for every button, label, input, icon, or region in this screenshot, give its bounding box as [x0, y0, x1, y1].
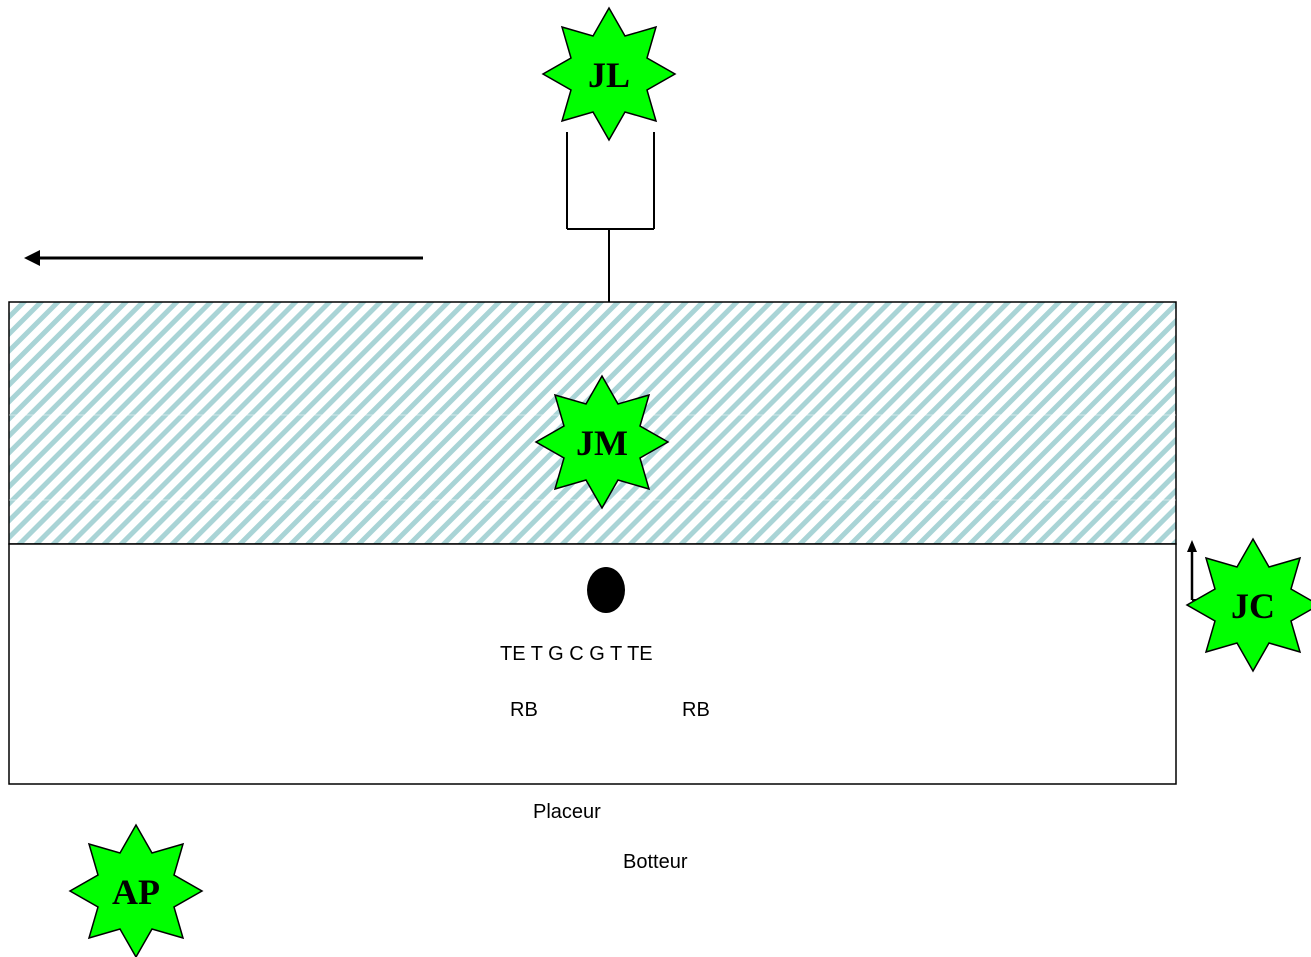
formation-line-text: TE T G C G T TE	[500, 643, 653, 665]
eight-point-star-icon	[534, 374, 670, 510]
official-jm-label: JM	[576, 423, 628, 463]
official-jl-label: JL	[588, 55, 630, 95]
eight-point-star-icon	[541, 6, 677, 142]
jc-movement-arrow	[1187, 540, 1212, 601]
ball	[587, 567, 625, 613]
rb-left-label: RB	[510, 699, 538, 721]
rb-right-label: RB	[682, 699, 710, 721]
eight-point-star-icon	[1185, 537, 1311, 673]
botteur-label: Botteur	[623, 851, 688, 873]
official-jc: JC	[1185, 537, 1311, 673]
placeur-label: Placeur	[533, 801, 601, 823]
official-ap: AP	[68, 823, 204, 957]
left-arrow-icon	[24, 250, 423, 266]
official-ap-label: AP	[112, 872, 160, 912]
goal-posts	[566, 132, 655, 302]
eight-point-star-icon	[68, 823, 204, 957]
official-jc-label: JC	[1231, 586, 1275, 626]
official-jl: JL	[541, 6, 677, 142]
official-jm: JM	[534, 374, 670, 510]
